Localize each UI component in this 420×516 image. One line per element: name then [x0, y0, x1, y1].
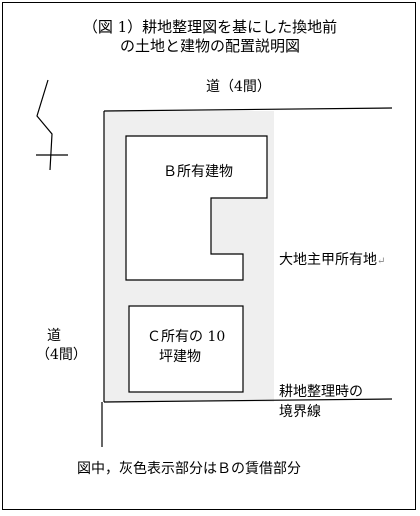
- b-building-label: Ｂ所有建物: [163, 164, 233, 180]
- c-building-label-line-2: 坪建物: [159, 349, 201, 365]
- figure-title-line-1: （図 1）耕地整理図を基にした換地前: [82, 18, 338, 36]
- boundary-label-line-2: 境界線: [279, 404, 321, 420]
- boundary-label-line-1: 耕地整理時の: [279, 384, 363, 400]
- north-arrow-icon: [36, 79, 53, 171]
- c-building-outline: [128, 305, 244, 393]
- road-top-label: 道（4間）: [206, 79, 271, 95]
- paragraph-mark-icon: ↵: [377, 256, 386, 267]
- b-building-outline: [125, 135, 268, 281]
- figure-caption: 図中，灰色表示部分はＢの賃借部分: [77, 461, 301, 477]
- landowner-plot-label: 大地主甲所有地↵: [279, 252, 386, 268]
- road-top-boundary: [103, 107, 393, 112]
- road-left-label-line-1: 道: [47, 328, 61, 344]
- c-building-label-line-1: Ｃ所有の 10: [147, 329, 226, 345]
- road-left-label-line-2: （4間）: [36, 347, 87, 363]
- figure-frame: [2, 2, 416, 510]
- readjustment-boundary-line: [103, 398, 393, 403]
- figure-title-line-2: の土地と建物の配置説明図: [119, 37, 300, 55]
